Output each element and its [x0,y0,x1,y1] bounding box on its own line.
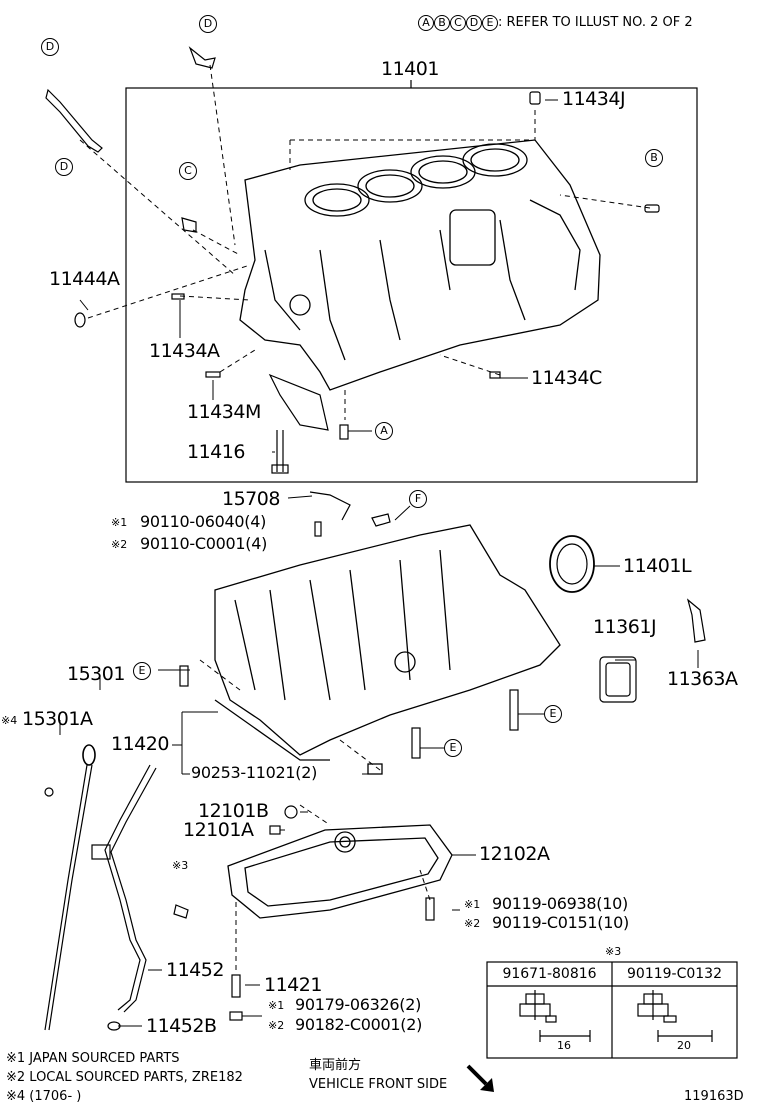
mark-1-a: ※1 [111,516,128,529]
legend-circle-e: E [482,15,498,31]
vehicle-front-arrow [466,1064,488,1086]
cover-11361j [599,656,637,703]
label-11421[interactable]: 11421 [264,974,322,996]
mark-2-a: ※2 [111,538,128,551]
label-11434c[interactable]: 11434C [531,367,602,389]
mark-2-c: ※2 [268,1019,285,1032]
nozzle-15708 [309,491,351,521]
label-11420[interactable]: 11420 [111,733,169,755]
mark-2-b: ※2 [464,917,481,930]
refer-text: : REFER TO ILLUST NO. 2 OF 2 [498,15,693,30]
callout-a[interactable]: A [375,422,393,440]
oil-seal [549,535,595,593]
cylinder-block [239,139,601,391]
crankcase-body [214,524,561,775]
legend-circle-c: C [450,15,466,31]
stud-11421 [231,974,241,998]
label-90179[interactable]: 90179-06326(2) [295,995,422,1014]
callout-e-lower[interactable]: E [444,739,462,757]
table-col1-part[interactable]: 91671-80816 [502,966,597,982]
label-90119-c0151[interactable]: 90119-C0151(10) [492,913,629,932]
callout-c[interactable]: C [179,162,197,180]
label-12101a[interactable]: 12101A [183,819,254,841]
label-15301[interactable]: 15301 [67,663,125,685]
table-col2-part[interactable]: 90119-C0132 [627,966,722,982]
bolts-e [179,665,519,759]
label-90110-06040[interactable]: 90110-06040(4) [140,512,267,531]
footnote-local-sourced: ※2 LOCAL SOURCED PARTS, ZRE182 [6,1070,243,1085]
footnote-date-range: ※4 (1706- ) [6,1089,82,1104]
dipstick-guide [91,764,157,1031]
label-90253[interactable]: 90253-11021(2) [191,763,318,782]
bolt-table [486,961,738,1059]
footnote-japan-sourced: ※1 JAPAN SOURCED PARTS [6,1051,180,1066]
label-90182[interactable]: 90182-C0001(2) [295,1015,423,1034]
callout-e-left[interactable]: E [133,662,151,680]
oil-pan [227,824,453,919]
label-11401[interactable]: 11401 [381,58,439,80]
callout-d-lower[interactable]: D [55,158,73,176]
upper-small-parts [45,46,660,474]
vehicle-front-en: VEHICLE FRONT SIDE [309,1077,448,1092]
label-11434a[interactable]: 11434A [149,340,220,362]
label-12101b[interactable]: 12101B [198,800,269,822]
label-11416[interactable]: 11416 [187,441,245,463]
label-11434j[interactable]: 11434J [562,88,626,110]
label-11444a[interactable]: 11444A [49,268,120,290]
mark-1-b: ※1 [464,898,481,911]
label-12102a[interactable]: 12102A [479,843,550,865]
callout-e-right[interactable]: E [544,705,562,723]
legend-circle-a: A [418,15,434,31]
table-dim-20: 20 [677,1039,691,1052]
part-11363a [686,598,706,643]
legend-circle-d: D [466,15,482,31]
label-11401l[interactable]: 11401L [623,555,692,577]
vehicle-front-jp: 車両前方 [309,1058,362,1073]
label-15708[interactable]: 15708 [222,488,280,510]
legend-circle-b: B [434,15,450,31]
label-11452b[interactable]: 11452B [146,1015,217,1037]
label-11434m[interactable]: 11434M [187,401,261,423]
illustration-id: 119163D [684,1089,744,1104]
mark-3-a: ※3 [172,859,189,872]
callout-f[interactable]: F [409,490,427,508]
bolt-3 [173,904,189,919]
label-11363a[interactable]: 11363A [667,668,738,690]
label-90119-06938[interactable]: 90119-06938(10) [492,894,628,913]
mark-1-c: ※1 [268,999,285,1012]
callout-d-left[interactable]: D [41,38,59,56]
gasket-12101b [284,805,298,819]
table-dim-16: 16 [557,1039,571,1052]
dipstick [44,744,96,1031]
label-90110-c0001[interactable]: 90110-C0001(4) [140,534,268,553]
callout-d-top[interactable]: D [199,15,217,33]
table-note-mark: ※3 [605,945,622,958]
label-11361j[interactable]: 11361J [593,616,657,638]
bolt-90119 [425,897,435,921]
mark-4-a: ※4 [1,714,18,727]
label-11452[interactable]: 11452 [166,959,224,981]
label-15301a[interactable]: 15301A [22,708,93,730]
callout-b[interactable]: B [645,149,663,167]
